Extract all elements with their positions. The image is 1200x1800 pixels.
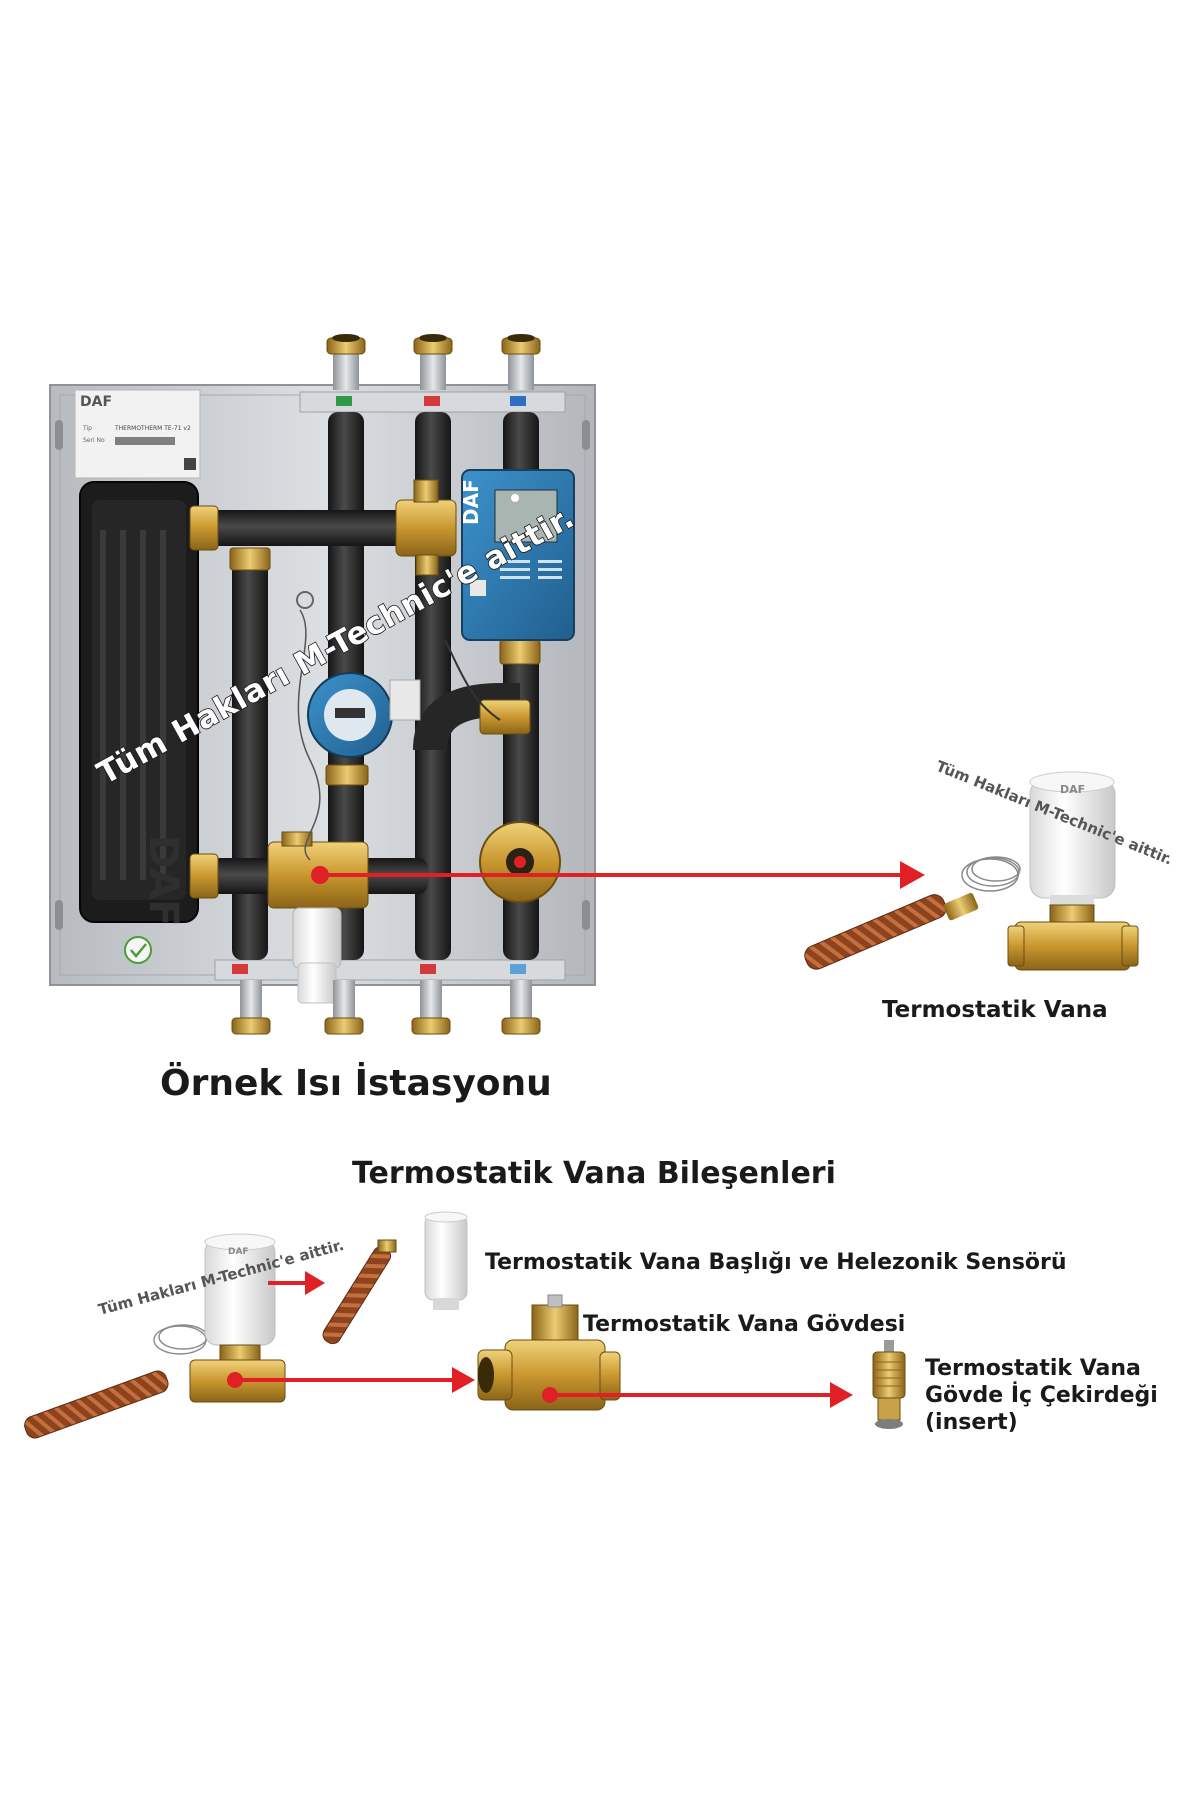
plate-tip-label: Tip [82, 425, 92, 432]
rail-tag-red [424, 396, 440, 406]
arrow-to-head-sensor [268, 1271, 325, 1295]
label-valve-body: Termostatik Vana Gövdesi [583, 1312, 906, 1337]
station-valve-head [292, 907, 342, 969]
component-head-and-sensor [322, 1211, 468, 1345]
rail-tag-green [336, 396, 352, 406]
exchanger-brand: DAF [140, 835, 186, 926]
label-insert-line1: Termostatik Vana [925, 1356, 1141, 1381]
arrow-to-insert [542, 1382, 853, 1408]
component-valve-body [477, 1294, 621, 1411]
plate-model: THERMOTHERM TE-71 v2 [114, 425, 191, 432]
coil-sensor [804, 894, 947, 970]
rail-tag-blue [510, 396, 526, 406]
plate-barcode [115, 437, 175, 445]
valve-body [1014, 921, 1131, 971]
plate-qr [184, 458, 196, 470]
label-head-sensor: Termostatik Vana Başlığı ve Helezonik Se… [485, 1250, 1067, 1275]
plate-brand: DAF [80, 394, 112, 410]
plate-serial-label: Seri No [83, 437, 105, 444]
valve-head-brand: DAF [1060, 783, 1085, 796]
label-insert-line2: Gövde İç Çekirdeği [925, 1383, 1158, 1408]
component-head-brand: DAF [228, 1247, 249, 1257]
station-title: Örnek Isı İstasyonu [160, 1063, 552, 1104]
certification-badge [124, 936, 152, 964]
pipe-return [232, 555, 268, 960]
mixing-valve [395, 499, 457, 557]
heat-station-image: DAF Tip THERMOTHERM TE-71 v2 Seri No DAF [49, 334, 596, 1035]
component-insert [872, 1340, 906, 1429]
label-insert-line3: (insert) [925, 1410, 1018, 1435]
thermostatic-valve-image: DAF [804, 771, 1139, 971]
arrow-to-valve-body [227, 1367, 475, 1393]
valve-title: Termostatik Vana [882, 997, 1108, 1023]
arrow-to-valve [311, 861, 925, 889]
label-insert: Termostatik Vana Gövde İç Çekirdeği (ins… [925, 1355, 1158, 1436]
components-heading: Termostatik Vana Bileşenleri [352, 1156, 836, 1191]
heat-meter-brand: DAF [459, 479, 483, 525]
